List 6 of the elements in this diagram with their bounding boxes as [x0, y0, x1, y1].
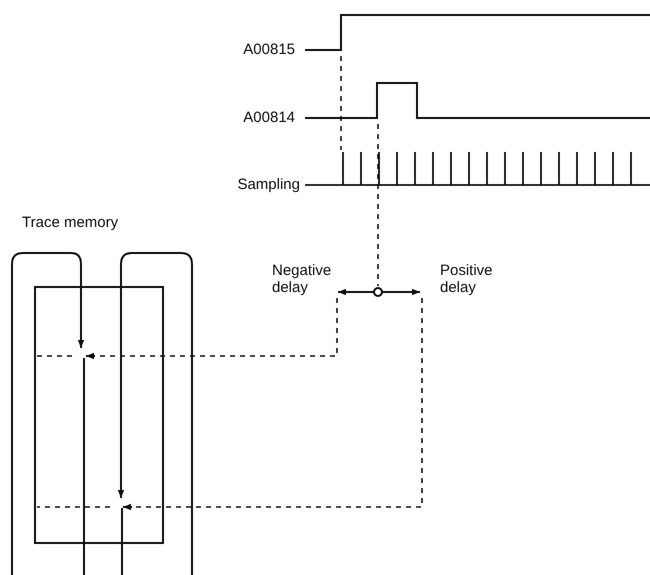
signal-name: A00814	[243, 109, 295, 126]
delay-label: Positive delay	[440, 262, 494, 296]
signal-name: Sampling	[237, 176, 300, 193]
signal-name: A00815	[243, 41, 295, 58]
block-title: Trace memory	[22, 214, 118, 231]
delay-label: Negative delay	[272, 262, 332, 296]
